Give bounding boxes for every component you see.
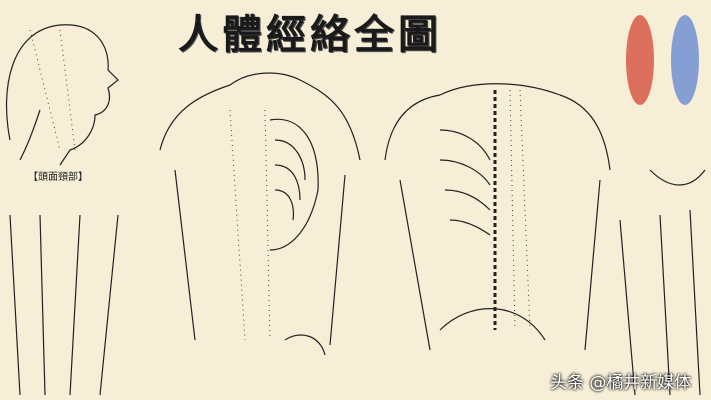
- arm-figure-left: [9, 214, 119, 396]
- front-torso-figure: [159, 72, 361, 346]
- back-figure: [384, 83, 611, 351]
- watermark: 头条 @橘井新媒体: [550, 373, 692, 393]
- head-caption: 【頭面頸部】: [28, 172, 88, 183]
- page-title: 人體經絡全圖: [178, 11, 442, 58]
- arm-figure-right: [619, 209, 701, 396]
- ribcage: [269, 118, 319, 251]
- foot-reflexology-chart: [626, 15, 699, 105]
- head-figure: [5, 24, 119, 166]
